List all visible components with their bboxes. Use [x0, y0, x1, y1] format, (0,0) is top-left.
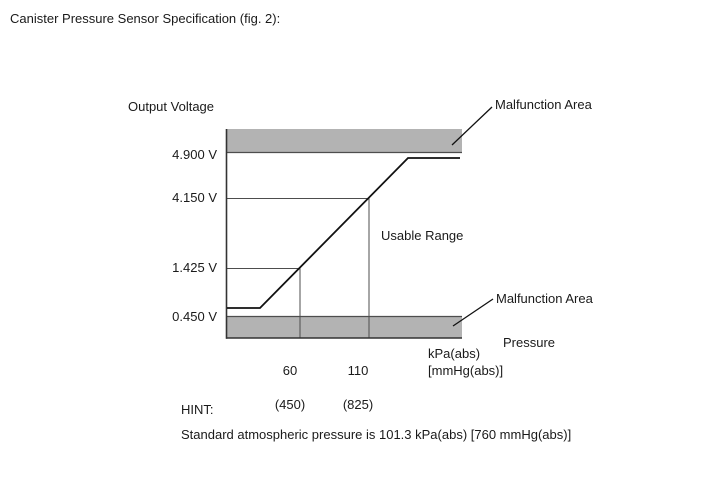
x-tick-110-kpa: 110: [347, 363, 369, 378]
y-axis-title: Output Voltage: [128, 99, 215, 114]
y-tick-4150: 4.150 V: [172, 190, 217, 205]
figure-title: Canister Pressure Sensor Specification (…: [10, 11, 281, 26]
malfunction-area-label-top: Malfunction Area: [495, 97, 592, 112]
x-tick-60-mmhg: (450): [274, 397, 306, 412]
y-tick-0450: 0.450 V: [172, 309, 217, 324]
x-axis-unit-kpa: kPa(abs): [428, 346, 481, 361]
usable-range-label: Usable Range: [381, 228, 464, 243]
leader-line-malfunction-top: [451, 106, 493, 146]
x-axis-unit-mmhg: [mmHg(abs)]: [428, 363, 504, 378]
y-tick-4900: 4.900 V: [172, 147, 217, 162]
x-axis-units: kPa(abs) [mmHg(abs)]: [428, 345, 503, 379]
malfunction-area-label-bottom: Malfunction Area: [496, 291, 593, 306]
malfunction-band-bottom: [227, 316, 462, 338]
malfunction-band-top: [227, 129, 462, 152]
x-tick-60: 60 (450): [262, 345, 318, 430]
y-tick-1425: 1.425 V: [172, 260, 217, 275]
leader-line-malfunction-bottom: [452, 298, 494, 327]
x-tick-110: 110 (825): [330, 345, 386, 430]
x-axis-title: Pressure: [503, 335, 556, 350]
x-tick-110-mmhg: (825): [342, 397, 374, 412]
hint-text: Standard atmospheric pressure is 101.3 k…: [181, 427, 572, 442]
hint-label: HINT:: [181, 402, 214, 417]
x-tick-60-kpa: 60: [282, 363, 298, 378]
sensor-output-curve: [227, 157, 460, 309]
